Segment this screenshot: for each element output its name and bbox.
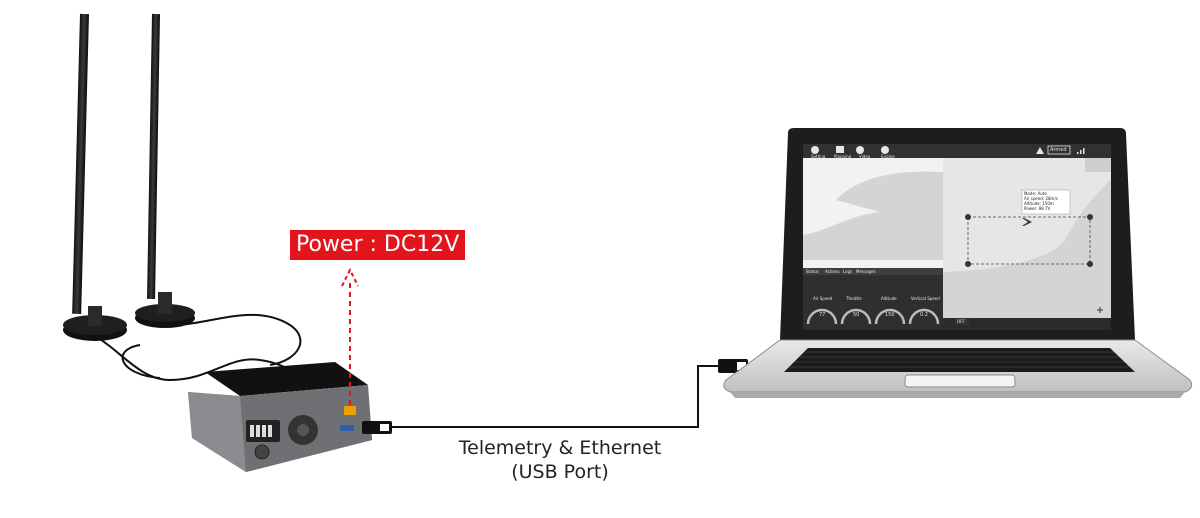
tab-actions[interactable]: Actions (825, 269, 840, 274)
power-label: Power : DC12V (290, 230, 466, 260)
waypoint-marker-icon (965, 214, 1093, 267)
gauge-altitude-label: Altitude (881, 296, 897, 301)
armed-status-box (1047, 145, 1071, 155)
tab-status[interactable]: Status (806, 269, 819, 274)
tab-messages[interactable]: Messages (856, 269, 876, 274)
usb-cable (392, 359, 748, 428)
usb-port-label: (USB Port) (511, 461, 609, 483)
toolbar-engine[interactable]: Engine (881, 154, 895, 159)
off-button[interactable] (955, 318, 969, 325)
antenna-right (135, 13, 195, 328)
antenna-left (63, 13, 127, 341)
zoom-in-icon (1097, 307, 1103, 313)
gauge-vertical-speed-value: 0.2 (920, 312, 928, 318)
power-arrow (341, 267, 359, 405)
keyboard (784, 348, 1135, 372)
ground-station-device (188, 362, 392, 472)
power-button-icon[interactable] (254, 444, 270, 460)
off-button-label[interactable]: OFF (957, 319, 965, 324)
gauge-throttle-value: 50 (853, 312, 860, 318)
toolbar-video[interactable]: Video (859, 154, 871, 159)
aircraft-icon (1010, 218, 1032, 226)
power-port[interactable] (344, 406, 356, 415)
armed-status: Armed (1050, 147, 1067, 153)
signal-icon (1077, 148, 1085, 154)
usb-plug-icon (362, 421, 392, 434)
touchpad (904, 374, 1016, 388)
tab-logs[interactable]: Logs (843, 269, 853, 274)
warning-icon (1036, 147, 1044, 154)
waypoint-info: Mode: Auto Air speed: 28m/s Altitude: 15… (1024, 191, 1058, 211)
zoom-controls[interactable] (1097, 307, 1103, 321)
laptop-screen-ui: Setting Planning Video Engine Armed Mode… (803, 144, 1111, 330)
gauge-air-speed-label: Air Speed (813, 296, 833, 301)
gauge-throttle-label: Throttle (846, 296, 862, 301)
toolbar-planning[interactable]: Planning (834, 154, 852, 159)
telemetry-ethernet-label: Telemetry & Ethernet (458, 437, 662, 459)
telemetry-gauges (806, 308, 940, 325)
laptop (723, 128, 1193, 398)
gauge-air-speed-value: 77 (819, 312, 826, 318)
gauge-vertical-speed-label: Vertical Speed (911, 296, 940, 301)
gauge-altitude-value: 150 (885, 312, 895, 318)
waypoint-info-box (1021, 189, 1071, 215)
toolbar-setting[interactable]: Setting (811, 154, 826, 159)
